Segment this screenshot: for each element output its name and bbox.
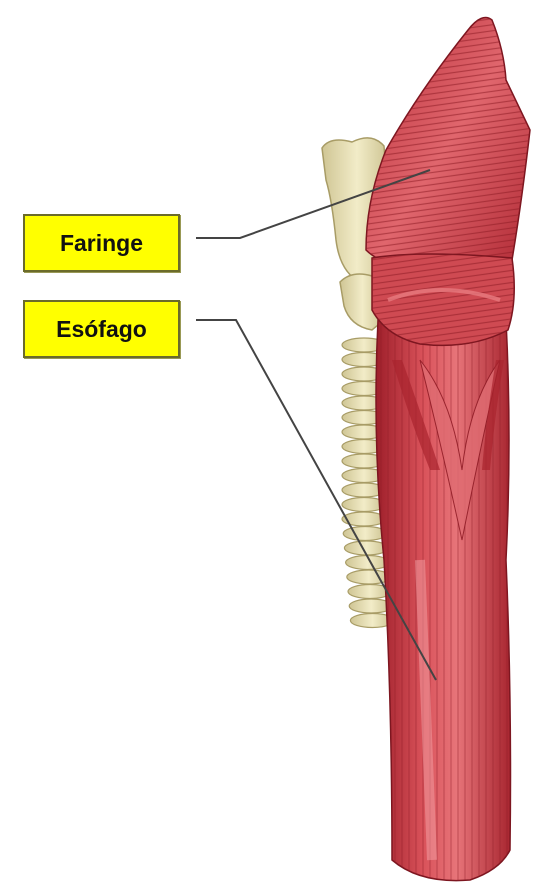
esophagus-muscle	[376, 320, 511, 881]
pharynx-muscle	[366, 18, 530, 346]
pharynx-label: Faringe	[23, 214, 180, 272]
esophagus-label: Esófago	[23, 300, 180, 358]
